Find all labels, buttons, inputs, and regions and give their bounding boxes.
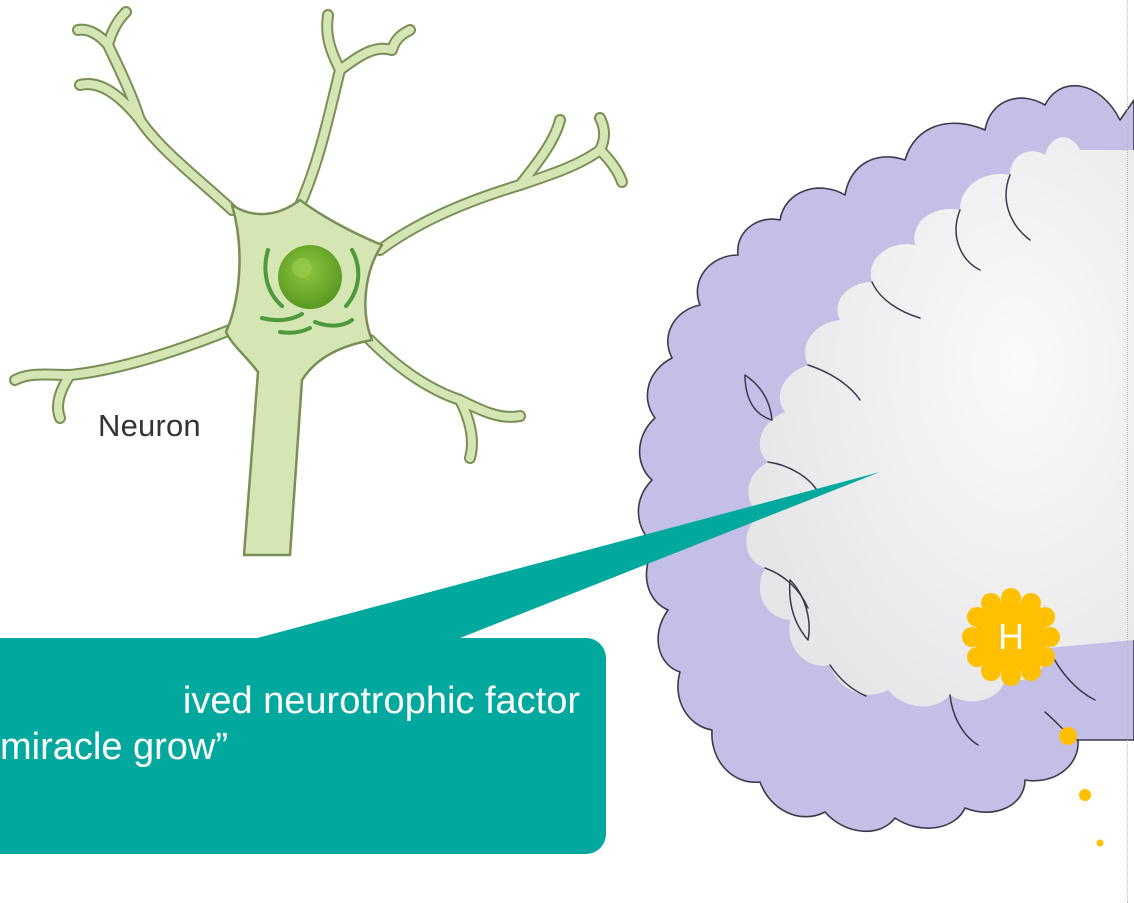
callout-line-1: ived neurotrophic factor (0, 678, 580, 724)
neuron-nucleus (278, 245, 342, 309)
neuron-label: Neuron (98, 408, 201, 444)
neuron-illustration (15, 12, 622, 555)
brain-cross-section (638, 86, 1134, 832)
callout-line-2: miracle grow” (0, 724, 580, 770)
marker-label: H (986, 612, 1036, 662)
callout-text: ived neurotrophic factor miracle grow” (0, 678, 580, 770)
slide-edge-divider (1127, 0, 1128, 903)
